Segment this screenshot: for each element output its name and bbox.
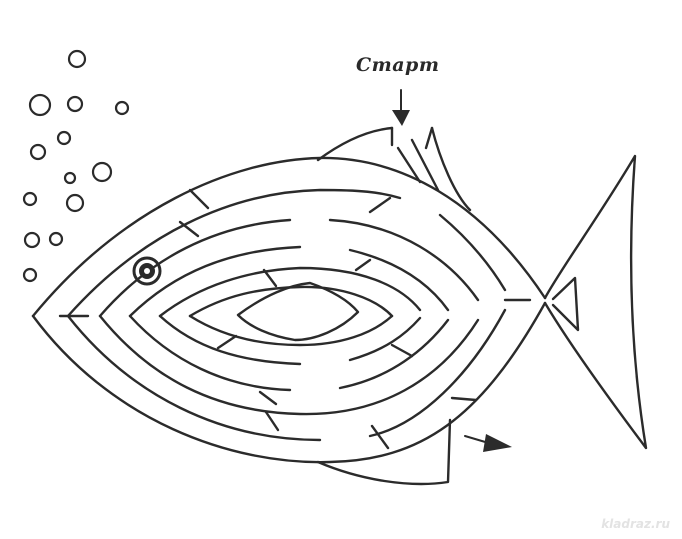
bubble — [67, 49, 87, 69]
bubble — [66, 95, 84, 113]
bubble — [114, 100, 130, 116]
eye-icon — [132, 256, 162, 286]
bubble — [91, 161, 113, 183]
bubble — [28, 93, 52, 117]
bubble — [23, 231, 41, 249]
bubble — [22, 267, 38, 283]
fish-outline — [31, 126, 648, 486]
watermark: kladraz.ru — [601, 517, 670, 531]
bubble — [56, 130, 72, 146]
bubble — [63, 171, 77, 185]
arrow-right-icon — [464, 434, 512, 452]
start-label: Старт — [356, 54, 440, 76]
bubble — [22, 191, 38, 207]
arrow-down-icon — [392, 89, 410, 126]
bubbles — [22, 49, 130, 283]
bubble — [29, 143, 47, 161]
bubble — [48, 231, 64, 247]
maze-walls — [58, 138, 532, 450]
bubble — [65, 193, 85, 213]
